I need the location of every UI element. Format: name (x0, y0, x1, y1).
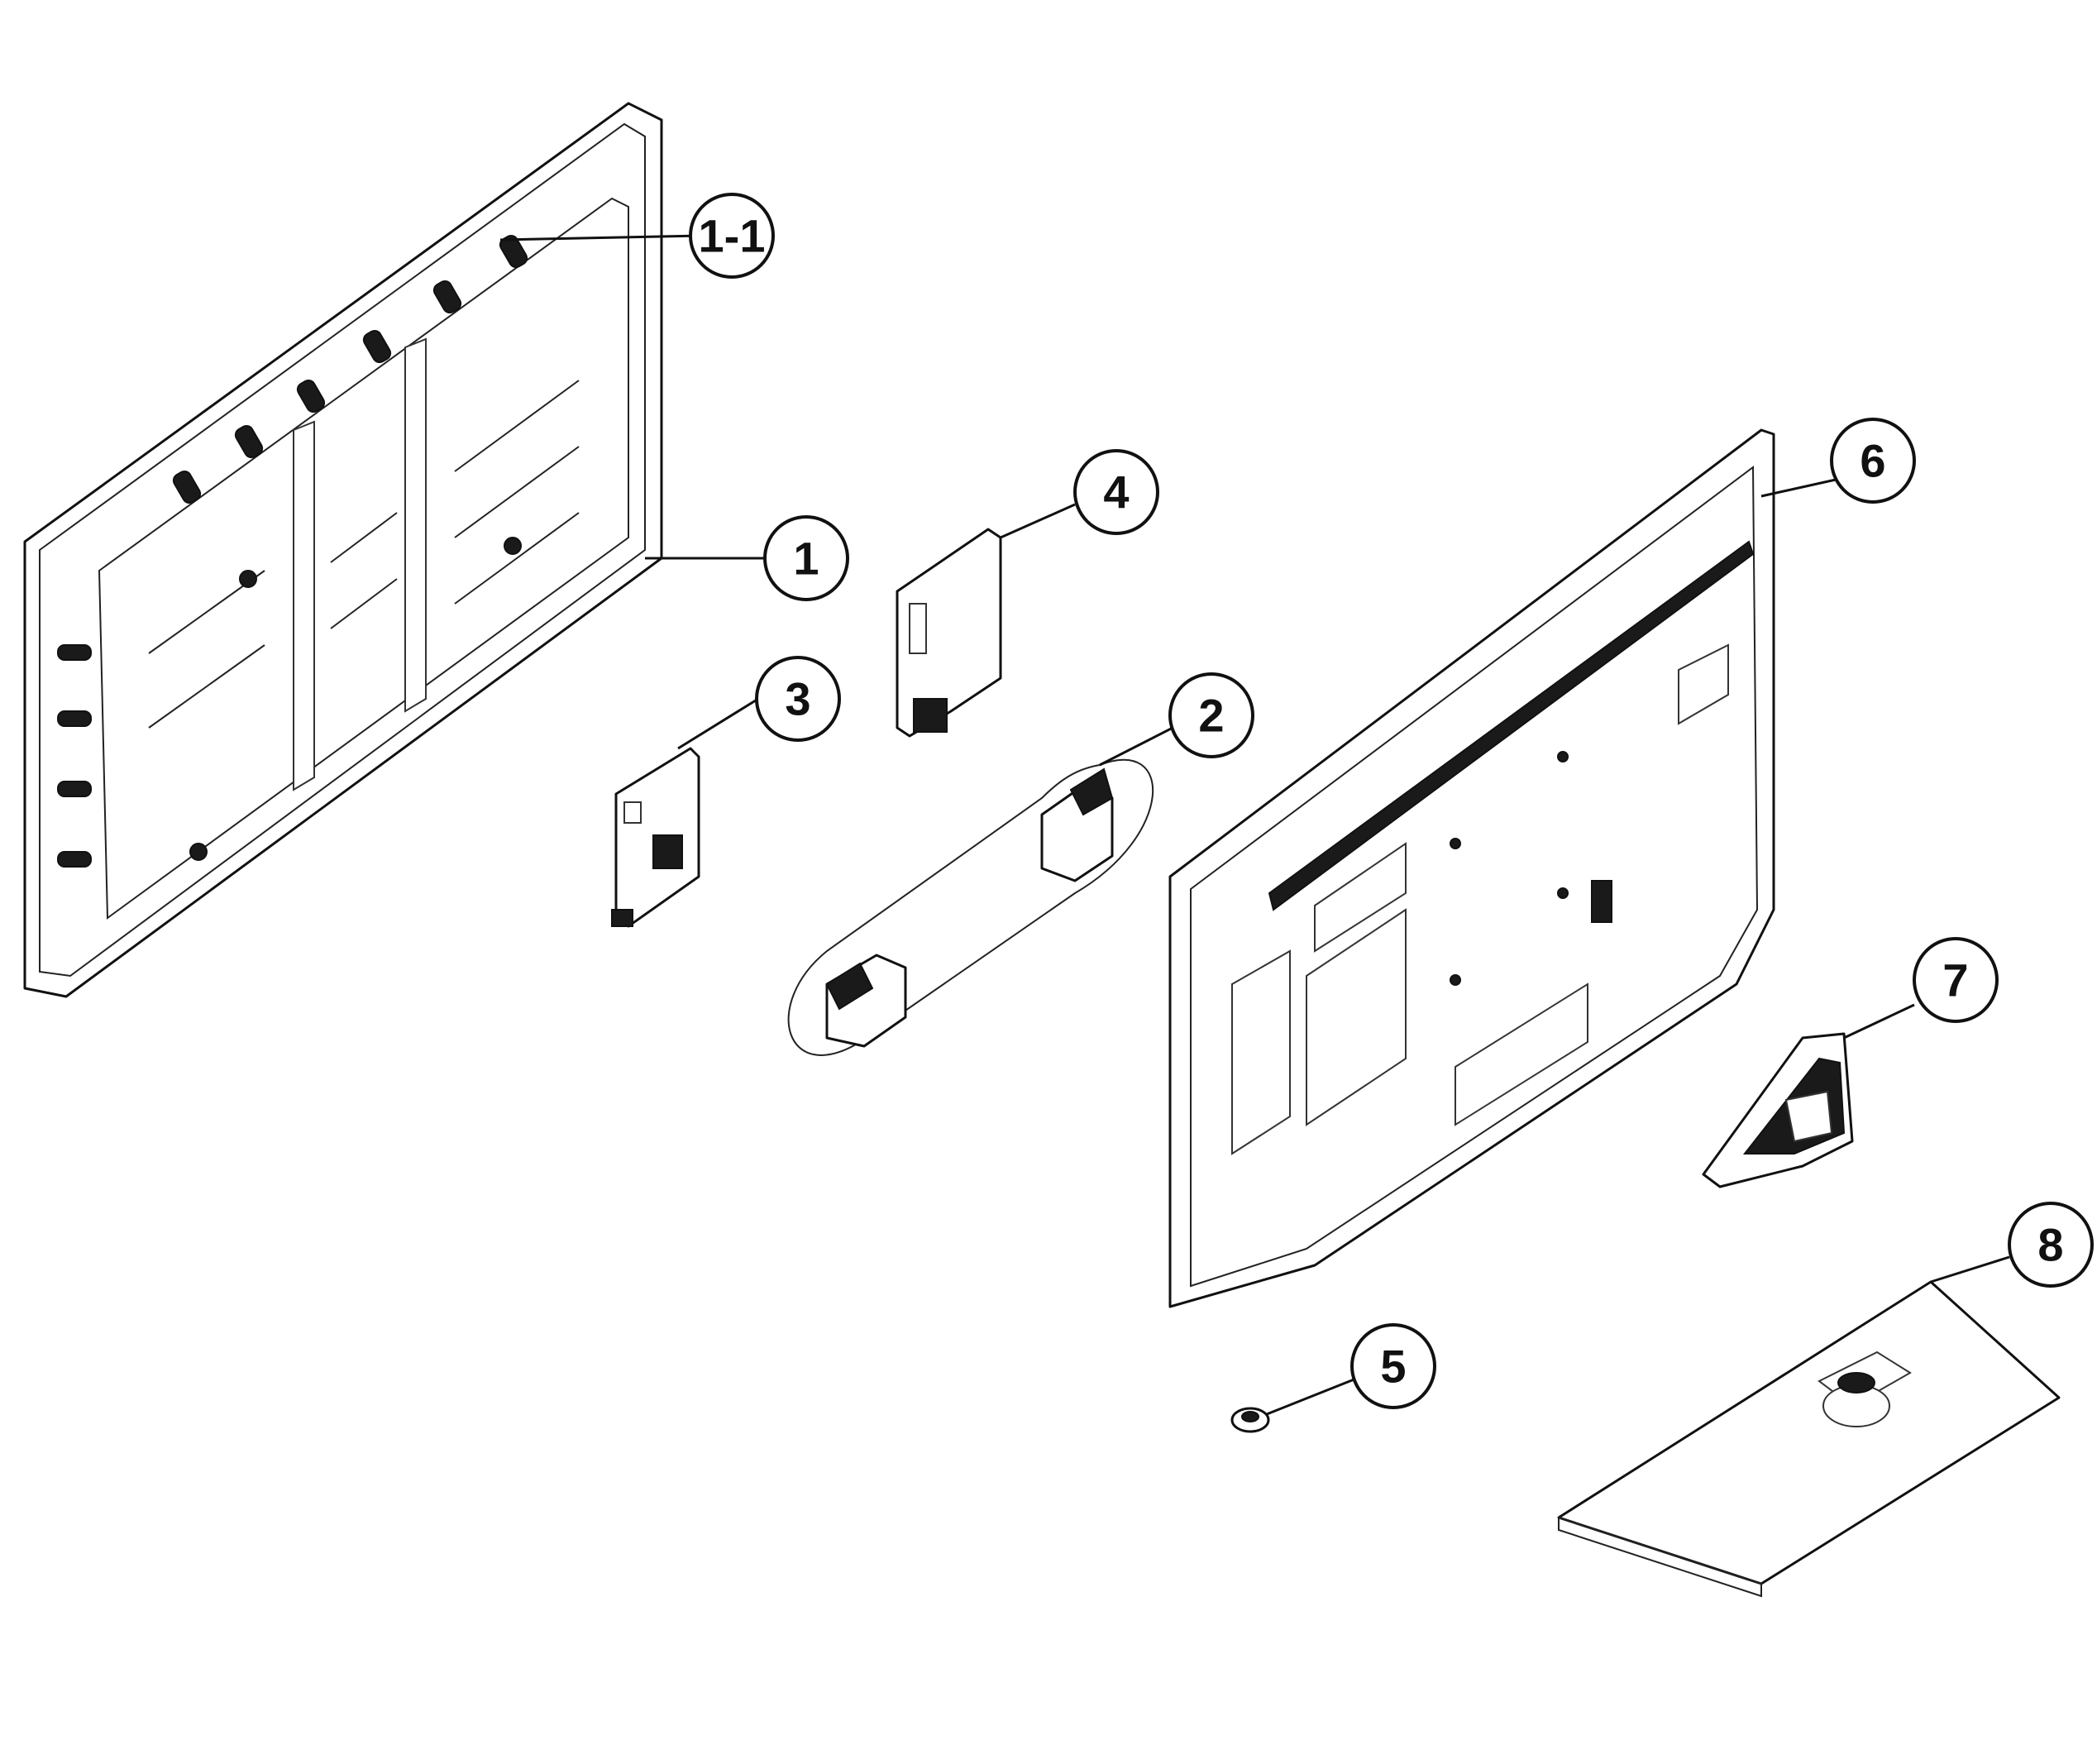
part-4-board (896, 528, 1002, 738)
callout-6: 6 (1830, 418, 1916, 504)
leader-lines (499, 234, 2010, 1416)
callout-label-7: 7 (1942, 954, 1968, 1006)
callout-label-8: 8 (2037, 1219, 2063, 1271)
callout-label-1: 1 (793, 533, 819, 585)
callout-7: 7 (1913, 937, 1999, 1023)
mounting-hooks (172, 234, 528, 504)
callout-3: 3 (755, 656, 841, 742)
part-5-knob (1230, 1407, 1270, 1433)
part-2-speakers (787, 758, 1154, 1056)
callout-label-4: 4 (1103, 466, 1129, 519)
callout-8: 8 (2008, 1202, 2094, 1288)
speaker-right (1040, 767, 1114, 882)
part-8-stand-base (1557, 1280, 2061, 1598)
part-6-rear-cover (1168, 428, 1775, 1308)
callout-1: 1 (763, 515, 849, 601)
callout-label-6: 6 (1860, 435, 1885, 487)
callout-label-1-1: 1-1 (699, 210, 766, 262)
callout-label-5: 5 (1380, 1341, 1406, 1393)
callout-1-1: 1-1 (689, 193, 775, 279)
callout-label-2: 2 (1198, 690, 1224, 742)
part-1-front-bezel (23, 102, 663, 998)
callout-4: 4 (1073, 449, 1159, 535)
callout-label-3: 3 (785, 673, 810, 725)
speaker-left (825, 954, 907, 1048)
callout-5: 5 (1350, 1323, 1436, 1409)
callout-2: 2 (1168, 672, 1254, 758)
part-3-board (611, 747, 700, 928)
part-7-stand-neck (1702, 1032, 1854, 1188)
